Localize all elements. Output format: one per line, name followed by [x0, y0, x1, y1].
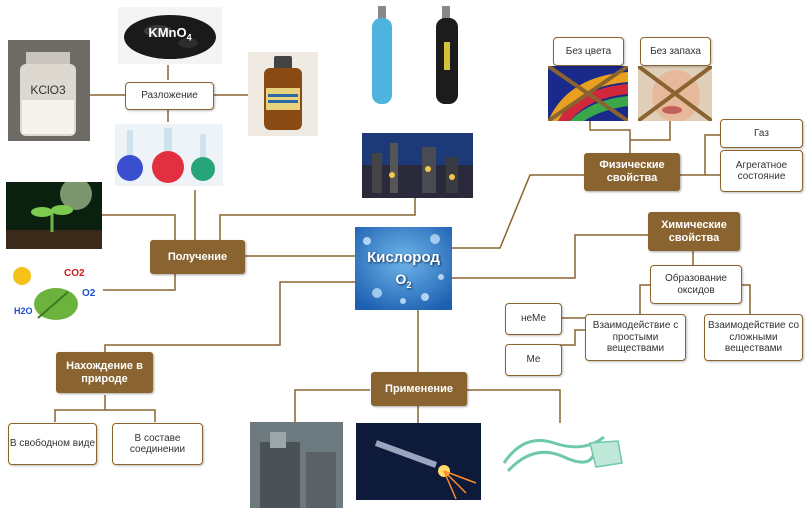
- category-chemical: Химические свойства: [648, 212, 740, 251]
- node-no-color: Без цвета: [553, 37, 624, 66]
- metallurgy-image: [250, 422, 343, 508]
- kmno4-label: KMnO4: [148, 25, 192, 43]
- h2o-label: H2O: [14, 306, 33, 316]
- co2-label: CO2: [64, 268, 85, 279]
- sprout-image: [6, 182, 102, 249]
- industrial-plant-image: [362, 133, 473, 198]
- node-oxide-formation: Образование оксидов: [650, 265, 742, 304]
- node-no-smell: Без запаха: [640, 37, 711, 66]
- jar-label: KClO3: [30, 83, 66, 97]
- test-tube-flasks-image: [115, 124, 223, 186]
- o2-label: O2: [82, 288, 96, 299]
- category-production: Получение: [150, 240, 245, 274]
- node-gas: Газ: [720, 119, 803, 148]
- oxygen-mask-image: [494, 423, 632, 487]
- photosynthesis-image: CO2 O2 H2O: [6, 262, 103, 332]
- oxygen-center-node: Кислород O2: [355, 227, 452, 310]
- node-aggregate-state: Агрегатное состояние: [720, 150, 803, 192]
- kmno4-crystals-image: KMnO4: [118, 7, 222, 64]
- welding-image: [356, 423, 481, 500]
- node-with-complex: Взаимодействие со сложными веществами: [704, 314, 803, 361]
- node-nonmetal: неМе: [505, 303, 562, 335]
- category-nature: Нахождение в природе: [56, 352, 153, 393]
- center-title: Кислород: [367, 249, 440, 266]
- reagent-bottle-image: [248, 52, 318, 136]
- category-physical: Физические свойства: [584, 153, 680, 191]
- kclo3-jar-image: KClO3: [8, 40, 90, 141]
- node-decomposition: Разложение: [125, 82, 214, 110]
- node-in-compounds: В составе соединении: [112, 423, 203, 465]
- node-free-state: В свободном виде: [8, 423, 97, 465]
- node-metal: Ме: [505, 344, 562, 376]
- node-with-simple: Взаимодействие с простыми веществами: [585, 314, 686, 361]
- category-application: Применение: [371, 372, 467, 406]
- oxygen-cylinders-image: [368, 6, 468, 106]
- no-smell-image: [638, 66, 712, 121]
- no-color-image: [548, 66, 628, 121]
- center-formula: O2: [395, 271, 412, 290]
